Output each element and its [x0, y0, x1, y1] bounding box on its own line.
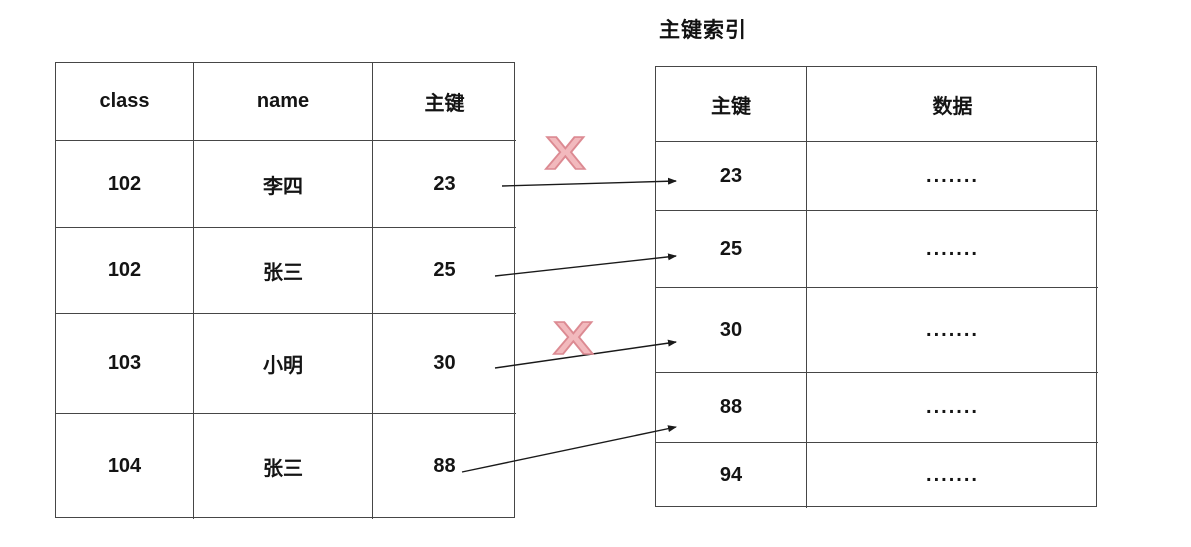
cross-mark-icon: X: [544, 127, 586, 179]
student-table: class name 主键 102 李四 23 102 张三 25 103 小明…: [55, 62, 516, 519]
table-cell: 李四: [194, 141, 373, 228]
student-table-header-name: name: [194, 63, 373, 141]
index-table-header-pk: 主键: [656, 67, 807, 142]
table-cell: 小明: [194, 314, 373, 414]
table-cell: 30: [656, 288, 807, 373]
table-cell: 94: [656, 443, 807, 508]
table-cell: 104: [56, 414, 194, 519]
table-cell: 25: [656, 211, 807, 288]
table-cell: 23: [373, 141, 516, 228]
table-cell: 102: [56, 141, 194, 228]
index-table: 主键 数据 23 ....... 25 ....... 30 ....... 8…: [655, 66, 1098, 508]
table-cell: 88: [656, 373, 807, 443]
table-cell: .......: [807, 373, 1098, 443]
table-cell: 张三: [194, 414, 373, 519]
table-cell: .......: [807, 288, 1098, 373]
index-table-header-data: 数据: [807, 67, 1098, 142]
cross-mark-icon: X: [552, 312, 594, 364]
table-cell: 88: [433, 455, 456, 477]
table-cell: 张三: [194, 228, 373, 314]
table-cell: .......: [807, 211, 1098, 288]
arrow-pk-23: [501, 177, 677, 187]
table-cell: 102: [56, 228, 194, 314]
table-cell: 25: [373, 228, 516, 314]
table-cell: 30: [373, 314, 516, 414]
arrow-pk-25: [494, 253, 677, 277]
table-cell: 23: [656, 142, 807, 211]
student-table-header-pk: 主键: [373, 63, 516, 141]
index-table-title: 主键索引: [659, 19, 747, 42]
table-cell: 103: [56, 314, 194, 414]
table-cell: .......: [807, 142, 1098, 211]
table-cell: .......: [926, 464, 979, 486]
student-table-header-class: class: [56, 63, 194, 141]
